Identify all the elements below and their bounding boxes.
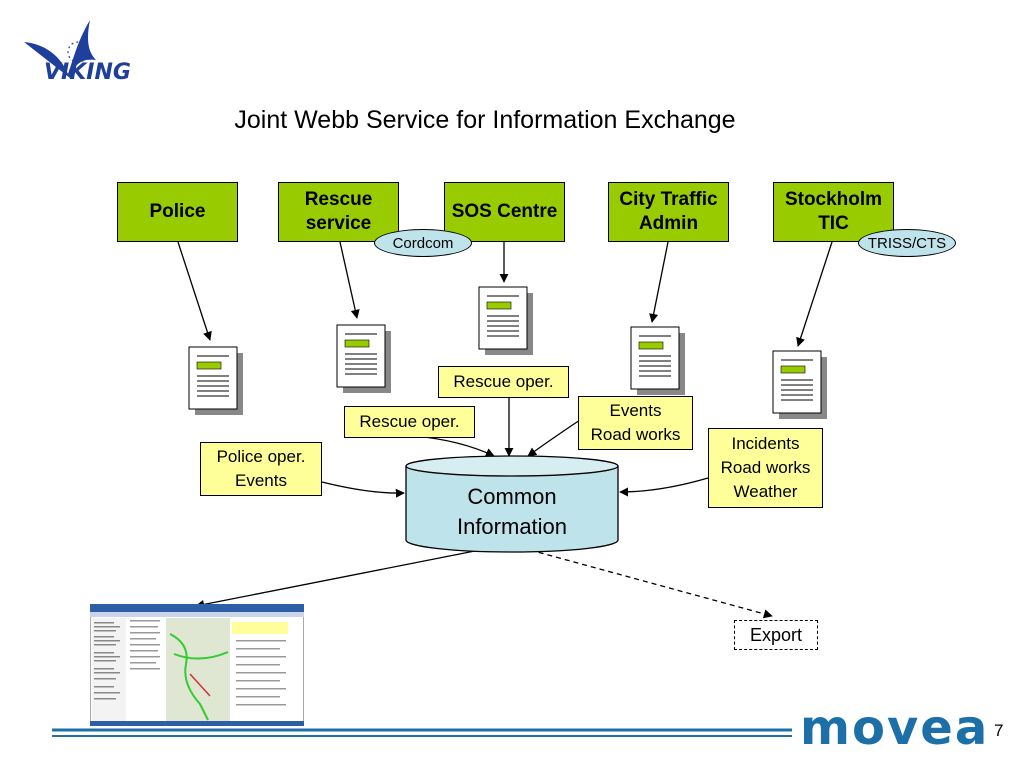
note-rescue: Rescue oper. [344, 406, 475, 438]
document-icon-sos [478, 286, 533, 355]
viking-logo-text: VIKING [44, 60, 131, 85]
note-police: Police oper. Events [200, 442, 322, 496]
note-line: Events [235, 471, 287, 490]
note-line: Road works [590, 425, 681, 444]
common-information-label: Common Information [406, 482, 618, 542]
footer-lines [52, 728, 792, 737]
page-number: 7 [994, 721, 1004, 740]
viking-logo-icon [24, 20, 96, 78]
common-line: Common [467, 484, 557, 509]
note-line: Incidents [731, 434, 800, 453]
document-icon-stockholm [772, 350, 827, 419]
note-line: Rescue oper. [453, 372, 554, 391]
slide-title: Joint Webb Service for Information Excha… [234, 106, 736, 134]
document-icon-rescue [336, 324, 391, 393]
tag-cordcom: Cordcom [374, 229, 472, 257]
note-line: Road works [720, 458, 811, 477]
tag-triss-cts: TRISS/CTS [858, 229, 956, 257]
source-police: Police [117, 182, 238, 242]
source-city-traffic-admin: City Traffic Admin [608, 182, 729, 242]
common-line: Information [456, 514, 568, 539]
movea-logo: movea [800, 700, 990, 756]
note-line: Events [609, 401, 662, 420]
source-sos-centre: SOS Centre [444, 182, 565, 242]
document-icon-police [188, 346, 243, 415]
note-line: Police oper. [216, 447, 306, 466]
web-app-screenshot [90, 604, 304, 726]
note-sos: Rescue oper. [438, 366, 569, 398]
note-line: Rescue oper. [359, 412, 460, 431]
database-icon [405, 455, 619, 553]
export-box: Export [734, 620, 818, 650]
document-icon-city [630, 326, 685, 395]
source-rescue-service: Rescue service [278, 182, 399, 242]
note-line: Weather [733, 482, 798, 501]
